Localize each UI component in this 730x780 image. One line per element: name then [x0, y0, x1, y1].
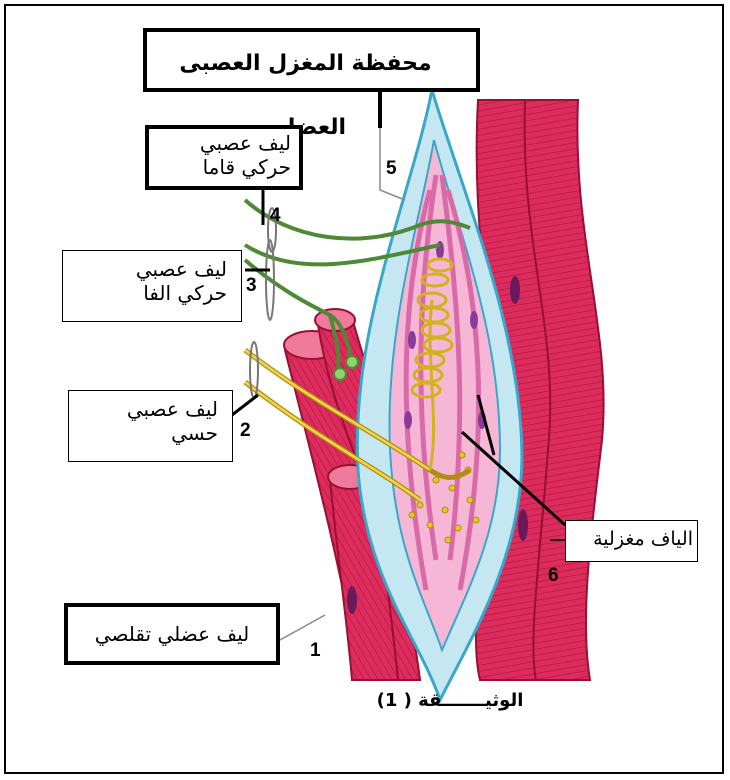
number-4: 4: [270, 205, 281, 227]
sensory-label-line2: حسي: [83, 421, 218, 445]
number-6: 6: [548, 565, 559, 587]
sensory-label-box: ليف عصبي حسي: [68, 390, 233, 462]
spindle-capsule-label-box: محفظة المغزل العصبى العضلي: [143, 28, 480, 92]
gamma-motor-label-line2: حركي قاما: [157, 155, 291, 179]
number-2: 2: [240, 420, 251, 442]
gamma-motor-label-box: ليف عصبي حركي قاما: [145, 125, 303, 190]
figure-caption: الوثيـــــــقة ( 1): [340, 690, 560, 711]
spindle-fibers-label-box: الياف مغزلية: [565, 520, 698, 562]
number-1: 1: [310, 640, 321, 662]
alpha-motor-label-box: ليف عصبي حركي الفا: [62, 250, 242, 322]
number-5: 5: [386, 158, 397, 180]
number-3: 3: [246, 275, 257, 297]
contractile-fiber-label: ليف عضلي تقلصي: [80, 607, 264, 661]
sensory-label-line1: ليف عصبي: [83, 397, 218, 421]
alpha-motor-label-line1: ليف عصبي: [77, 257, 227, 281]
contractile-fiber-label-box: ليف عضلي تقلصي: [64, 603, 280, 665]
alpha-motor-label-line2: حركي الفا: [77, 281, 227, 305]
gamma-motor-label-line1: ليف عصبي: [157, 131, 291, 155]
spindle-fibers-label: الياف مغزلية: [570, 527, 693, 551]
